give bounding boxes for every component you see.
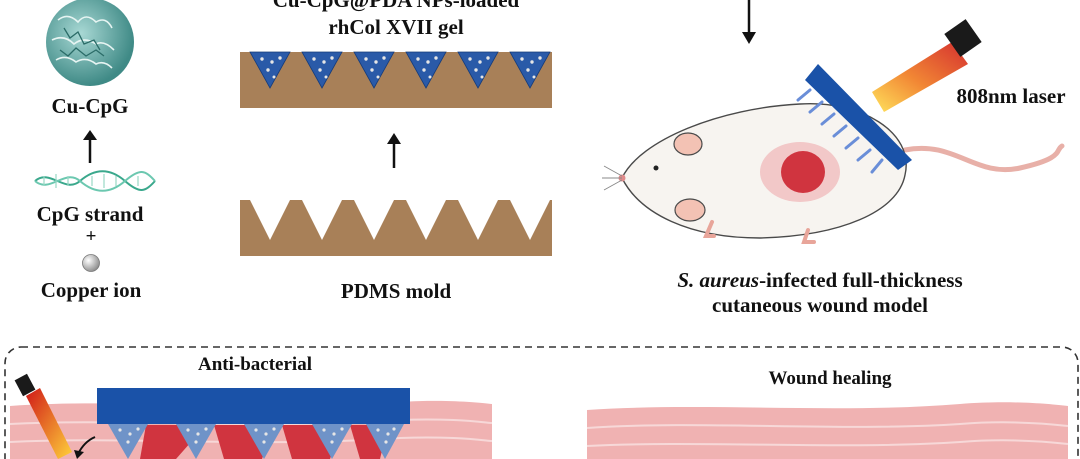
gel-label-line1: Cu-CpG@PDA NPs-loaded	[272, 0, 520, 12]
laser-label: 808nm laser	[956, 84, 1066, 108]
arrow-up-mold	[387, 133, 401, 168]
pdms-mold-label: PDMS mold	[340, 279, 452, 303]
plus-sign: +	[85, 226, 97, 247]
copper-ion-label: Copper ion	[40, 278, 142, 302]
microneedle-patch	[796, 64, 912, 174]
cu-cpg-label: Cu-CpG	[51, 94, 129, 118]
cpg-strand-label: CpG strand	[36, 202, 144, 226]
arrow-down	[742, 0, 756, 44]
cpg-strand-icon	[34, 170, 156, 192]
arrow-up-cpg	[83, 130, 97, 163]
laser-icon	[872, 19, 982, 112]
skin-section-right	[586, 402, 1069, 459]
wound-model-label-line1: S. aureus-infected full-thickness	[677, 268, 963, 292]
pdms-mold	[240, 200, 552, 256]
anti-bacterial-label: Anti-bacterial	[198, 354, 312, 375]
microneedle-backing	[97, 388, 410, 424]
wound-model-label-line2: cutaneous wound model	[712, 293, 928, 317]
gel-loaded-mold	[240, 51, 552, 108]
copper-ion-icon	[82, 254, 100, 272]
mouse-icon	[602, 103, 1065, 244]
gel-label-line2: rhCol XVII gel	[328, 15, 464, 39]
laser-small-icon	[14, 373, 96, 459]
wound-healing-label: Wound healing	[768, 368, 892, 389]
bottom-dashed-frame	[4, 346, 1079, 459]
cu-cpg-particle	[46, 0, 134, 86]
